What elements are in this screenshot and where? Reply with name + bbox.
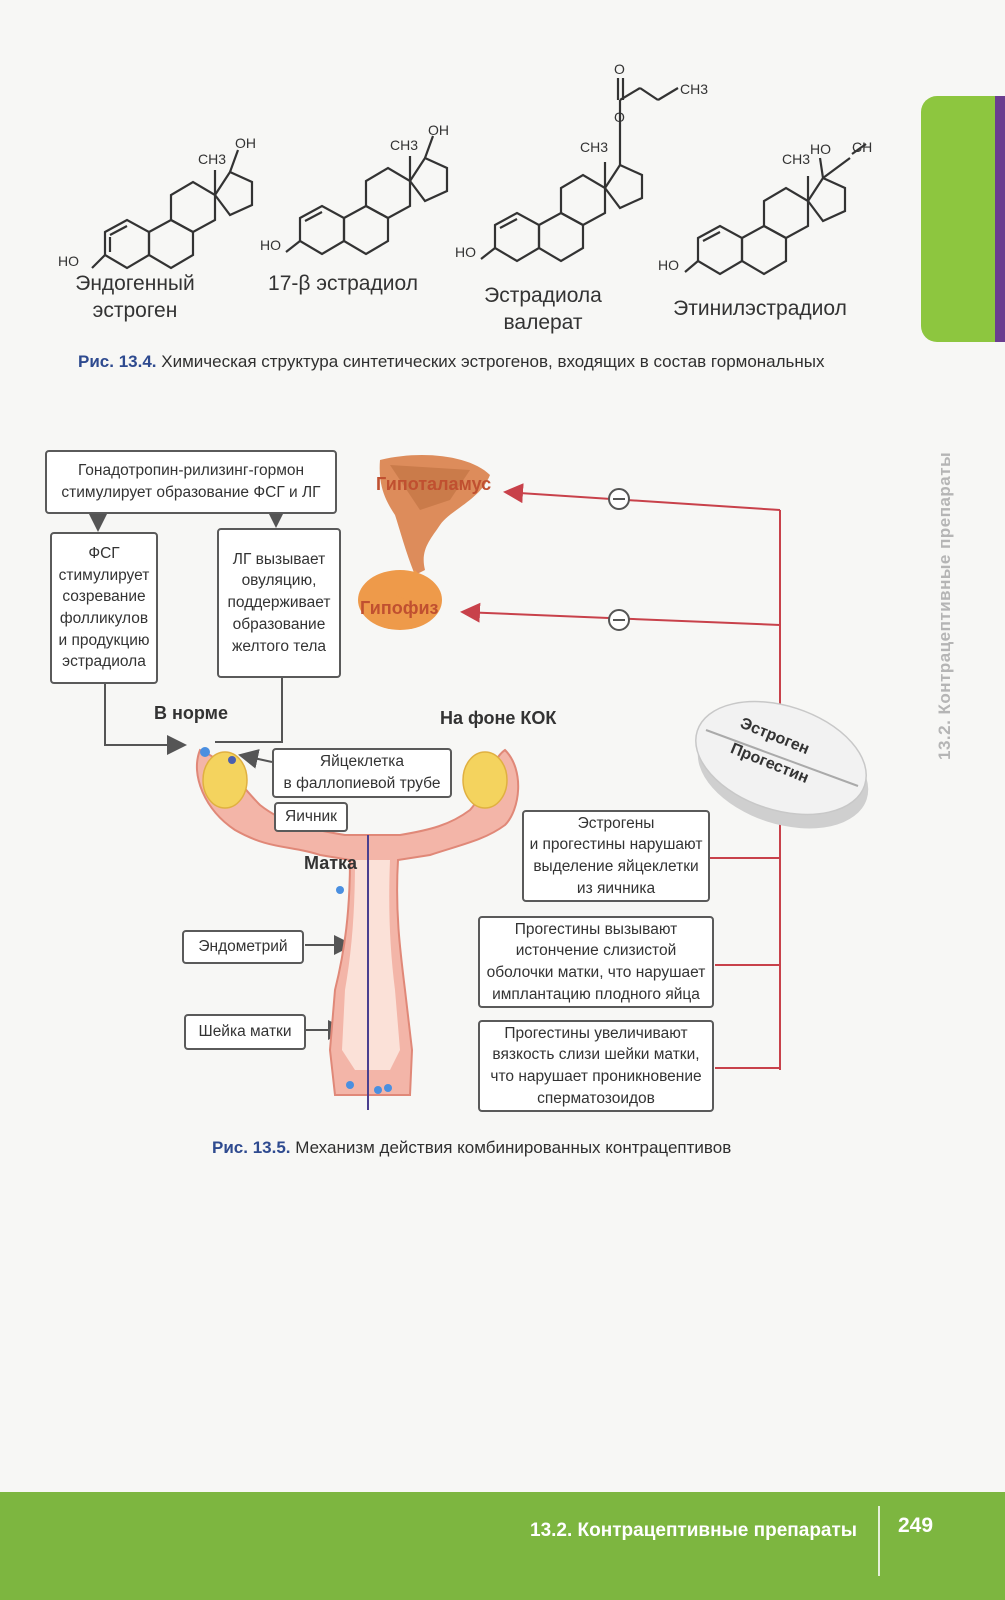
hypothalamus-pituitary-graphic [358,455,490,630]
figure-13-5-caption: Рис. 13.5. Механизм действия комбинирова… [212,1138,731,1158]
effect-ovulation-box: Эстрогены и прогестины нарушают выделени… [522,810,710,902]
egg-box: Яйцеклетка в фаллопиевой трубе [272,748,452,798]
lh-box: ЛГ вызывает овуляцию, поддерживает образ… [217,528,341,678]
footer-divider [878,1506,880,1576]
diagram-graphics [88,455,869,1110]
figure-13-4-number: Рис. 13.4. [78,352,157,371]
mol3-o: O [614,109,625,125]
normal-label: В норме [154,703,228,723]
uterus-label: Матка [304,853,358,873]
chemical-structures: HO CH3 OH HO CH3 OH HO CH3 O O CH3 HO CH… [58,61,872,276]
molecule-4-structure [684,143,867,276]
figure-13-4-text: Химическая структура синтетических эстро… [161,352,825,371]
mol1-ho: HO [58,253,79,269]
molecule-2-name: 17-β эстрадиол [268,272,418,295]
molecule-1-structure [91,149,254,270]
figure-13-5-number: Рис. 13.5. [212,1138,291,1157]
minus-circles [608,488,630,631]
molecule-2-structure [285,135,449,256]
mol2-ch3: CH3 [390,137,418,153]
mol4-ch: CH [852,139,872,155]
mol3-o2: O [614,61,625,77]
mol3-ho: HO [455,244,476,260]
effect-endometrium-box: Прогестины вызывают истончение слизистой… [478,916,714,1008]
footer-section-title: 13.2. Контрацептивные препараты [530,1520,858,1541]
uterus-graphic [195,747,520,1110]
page-footer [0,1492,1005,1600]
chapter-tab [921,96,1005,342]
page-number: 249 [898,1514,934,1537]
mol4-ch3: CH3 [782,151,810,167]
pituitary-label: Гипофиз [360,598,439,618]
figure-13-4-caption: Рис. 13.4. Химическая структура синтетич… [78,352,825,372]
molecule-3-structure [480,78,679,263]
mol4-ho: HO [658,257,679,273]
mol1-ch3: CH3 [198,151,226,167]
mol2-oh: OH [428,122,449,138]
pill-graphic [695,700,869,829]
on-coc-label: На фоне КОК [440,708,557,728]
endometrium-box: Эндометрий [182,930,304,964]
side-section-title: 13.2. Контрацептивные препараты [935,451,954,760]
molecule-3-name: Эстрадиола валерат [484,284,602,335]
gnrh-box: Гонадотропин-рилизинг-гормон стимулирует… [45,450,337,514]
mol4-ho-top: HO [810,141,831,157]
molecule-4-name: Этинилэстрадиол [673,297,847,320]
effect-cervix-box: Прогестины увеличивают вязкость слизи ше… [478,1020,714,1112]
figure-13-5-text: Механизм действия комбинированных контра… [295,1138,732,1157]
hypothalamus-label: Гипоталамус [376,474,492,494]
mol3-ch3: CH3 [580,139,608,155]
cervix-box: Шейка матки [184,1014,306,1050]
ovary-box: Яичник [274,802,348,832]
chapter-tab-edge [995,96,1005,342]
mol2-ho: HO [260,237,281,253]
mol3-ch3-tail: CH3 [680,81,708,97]
mol1-oh: OH [235,135,256,151]
fsh-box: ФСГ стимулирует созревание фолликулов и … [50,532,158,684]
molecule-1-name: Эндогенный эстроген [75,272,195,323]
